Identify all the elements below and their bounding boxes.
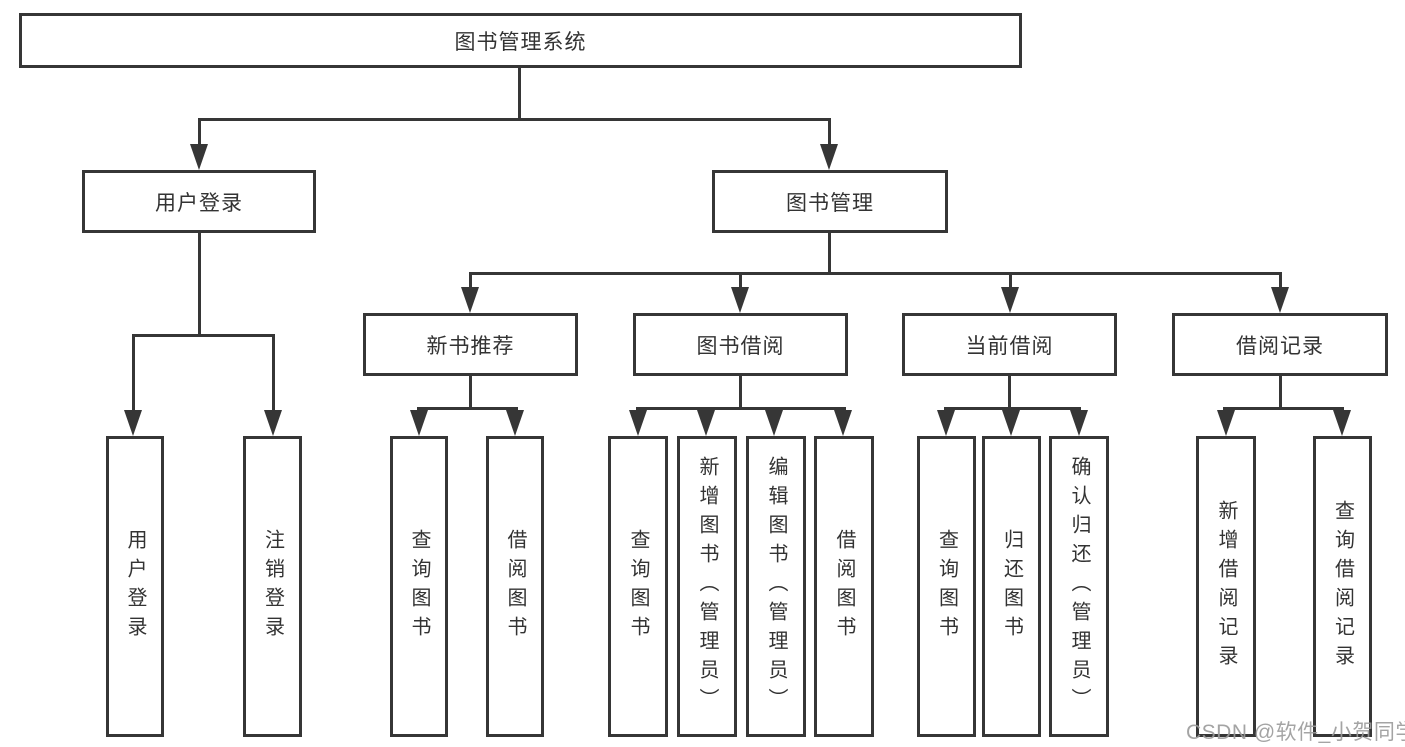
- arrowhead-down-icon: [190, 144, 208, 170]
- leaf-query-books-3: 查询图书: [917, 436, 976, 737]
- node-label: 图书借阅: [696, 334, 785, 358]
- node-label: 借阅记录: [1236, 334, 1324, 358]
- leaf-add-borrow-record: 新增借阅记录: [1196, 436, 1256, 737]
- arrowhead-down-icon: [820, 144, 838, 170]
- node-label: 新增借阅记录: [1215, 499, 1237, 674]
- node-label: 用户登录: [124, 528, 146, 645]
- node-label: 借阅图书: [504, 528, 526, 645]
- arrowhead-down-icon: [264, 410, 282, 436]
- node-book-borrowing: 图书借阅: [633, 313, 848, 376]
- arrowhead-down-icon: [1333, 410, 1351, 436]
- connector-line: [198, 120, 201, 145]
- connector-line: [132, 336, 135, 410]
- leaf-return-book: 归还图书: [982, 436, 1041, 737]
- arrowhead-down-icon: [461, 287, 479, 313]
- node-label: 查询图书: [935, 528, 958, 645]
- connector-line: [132, 334, 275, 337]
- node-label: 查询图书: [408, 528, 430, 645]
- arrowhead-down-icon: [1002, 410, 1020, 436]
- connector-line: [739, 274, 742, 289]
- node-label: 图书管理: [786, 191, 874, 215]
- leaf-add-book-admin: 新增图书（管理员）: [677, 436, 737, 737]
- arrowhead-down-icon: [1217, 410, 1235, 436]
- arrowhead-down-icon: [697, 410, 715, 436]
- node-root: 图书管理系统: [19, 13, 1022, 68]
- leaf-query-books: 查询图书: [390, 436, 448, 737]
- connector-line: [828, 120, 831, 145]
- leaf-borrow-books: 借阅图书: [486, 436, 544, 737]
- connector-line: [944, 407, 1081, 410]
- arrowhead-down-icon: [410, 410, 428, 436]
- connector-line: [469, 376, 472, 409]
- leaf-confirm-return-admin: 确认归还（管理员）: [1049, 436, 1109, 737]
- connector-line: [828, 233, 831, 274]
- node-label: 用户登录: [155, 191, 243, 215]
- connector-line: [1223, 407, 1344, 410]
- watermark: CSDN @软件_小贺同学: [1186, 721, 1405, 744]
- connector-line: [636, 407, 846, 410]
- node-label: 确认归还（管理员）: [1068, 456, 1090, 717]
- node-label: 当前借阅: [965, 334, 1054, 358]
- node-label: 借阅图书: [833, 528, 855, 645]
- connector-line: [469, 274, 472, 289]
- connector-line: [1279, 274, 1282, 289]
- leaf-query-books-2: 查询图书: [608, 436, 668, 737]
- connector-line: [198, 118, 831, 121]
- node-label: 查询图书: [627, 528, 649, 645]
- leaf-query-borrow-record: 查询借阅记录: [1313, 436, 1372, 737]
- node-label: 图书管理系统: [454, 30, 587, 54]
- connector-line: [1008, 376, 1011, 409]
- node-borrowing-records: 借阅记录: [1172, 313, 1388, 376]
- leaf-logout: 注销登录: [243, 436, 302, 737]
- arrowhead-down-icon: [1001, 287, 1019, 313]
- node-current-borrowing: 当前借阅: [902, 313, 1117, 376]
- node-label: 归还图书: [1000, 528, 1023, 645]
- connector-line: [272, 336, 275, 410]
- node-label: 新增图书（管理员）: [696, 456, 718, 717]
- leaf-borrow-books-2: 借阅图书: [814, 436, 874, 737]
- arrowhead-down-icon: [765, 410, 783, 436]
- arrowhead-down-icon: [1070, 410, 1088, 436]
- connector-line: [469, 272, 1282, 275]
- connector-line: [518, 68, 521, 120]
- leaf-user-login: 用户登录: [106, 436, 164, 737]
- node-label: 新书推荐: [426, 334, 515, 358]
- arrowhead-down-icon: [834, 410, 852, 436]
- connector-line: [198, 233, 201, 336]
- arrowhead-down-icon: [731, 287, 749, 313]
- node-new-book-recommendation: 新书推荐: [363, 313, 578, 376]
- node-book-management: 图书管理: [712, 170, 948, 233]
- connector-line: [739, 376, 742, 409]
- connector-line: [417, 407, 518, 410]
- arrowhead-down-icon: [1271, 287, 1289, 313]
- arrowhead-down-icon: [937, 410, 955, 436]
- node-label: 查询借阅记录: [1331, 499, 1354, 674]
- arrowhead-down-icon: [506, 410, 524, 436]
- leaf-edit-book-admin: 编辑图书（管理员）: [746, 436, 806, 737]
- connector-line: [1279, 376, 1282, 409]
- node-user-login: 用户登录: [82, 170, 316, 233]
- connector-line: [1009, 274, 1012, 289]
- arrowhead-down-icon: [629, 410, 647, 436]
- node-label: 编辑图书（管理员）: [765, 456, 787, 717]
- arrowhead-down-icon: [124, 410, 142, 436]
- node-label: 注销登录: [261, 528, 284, 645]
